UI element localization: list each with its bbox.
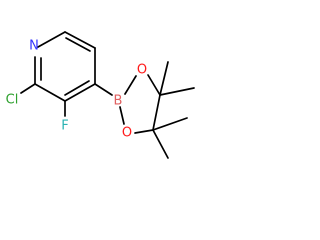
methyl-lower-1 <box>152 117 188 131</box>
pyridine-ring <box>34 31 96 102</box>
methyl-groups <box>152 61 195 159</box>
bond-c-c-ring <box>152 94 161 131</box>
bond-o-lower-c <box>134 129 154 134</box>
atom-oxygen-lower: O <box>122 126 132 141</box>
methyl-upper-1 <box>159 61 169 96</box>
bond-c6-c5 <box>64 31 96 49</box>
atom-nitrogen: N <box>29 39 39 54</box>
bond-b-o-upper <box>124 75 137 95</box>
methyl-upper-2 <box>159 87 195 96</box>
atom-chlorine: Cl <box>6 93 19 108</box>
bond-c3-c2 <box>34 83 66 102</box>
atom-oxygen-upper: O <box>137 63 147 78</box>
bond-c4-b <box>94 83 113 96</box>
molecule-structure-diagram: N Cl F B O O <box>6 31 195 159</box>
bond-c6-c5-double <box>65 37 91 52</box>
bond-o-upper-c <box>147 74 161 96</box>
bond-c2-cl <box>20 83 36 94</box>
bond-n-c6 <box>37 31 66 48</box>
bond-b-o-lower <box>119 106 125 125</box>
atom-boron: B <box>114 94 123 109</box>
dioxaborolane-ring <box>119 74 161 134</box>
atom-fluorine: F <box>61 119 68 134</box>
bond-c4-c3-double <box>64 80 90 96</box>
methyl-lower-2 <box>152 129 169 159</box>
bond-c4-c3 <box>64 83 96 102</box>
molecule-svg: N Cl F B O O <box>6 31 195 159</box>
